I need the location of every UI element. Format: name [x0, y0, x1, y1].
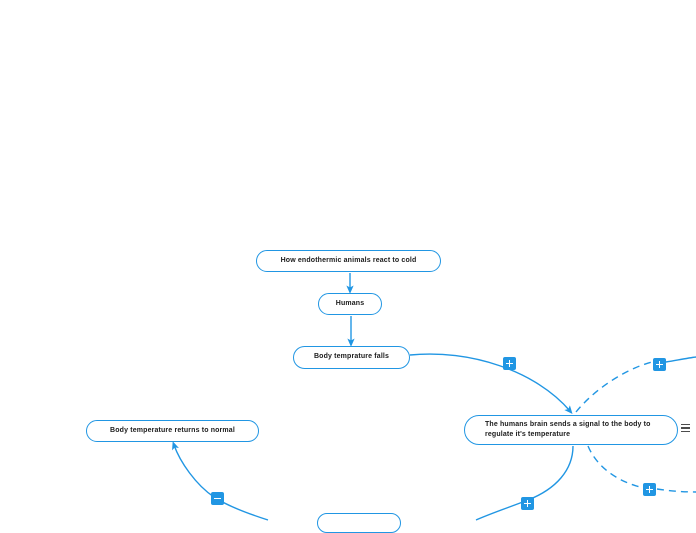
node-humans-label: Humans — [335, 299, 365, 307]
edge-lower-right-tail — [656, 488, 696, 493]
node-root-label: How endothermic animals react to cold — [280, 256, 417, 264]
edge-upper-right-dashed-branch — [575, 361, 653, 413]
node-body-temperature-returns-to-normal[interactable]: Body temperature returns to normal — [86, 420, 259, 442]
node-cutoff-bottom[interactable] — [317, 513, 401, 533]
node-brain-sends-signal-label: The humans brain sends a signal to the b… — [485, 420, 651, 438]
node-body-temperature-falls[interactable]: Body temprature falls — [293, 346, 410, 369]
expand-toggle-brain-to-lower-right[interactable] — [643, 483, 656, 496]
plus-icon-vertical — [648, 486, 651, 493]
plus-icon-vertical — [508, 360, 511, 367]
node-body-temperature-returns-to-normal-label: Body temperature returns to normal — [110, 426, 235, 434]
plus-icon-vertical — [526, 500, 529, 507]
edge-upper-right-solid-branch — [665, 356, 696, 363]
expand-toggle-temp-falls-to-brain[interactable] — [503, 357, 516, 370]
node-body-temperature-falls-label: Body temprature falls — [313, 353, 390, 361]
hamburger-line-3 — [681, 430, 690, 432]
expand-toggle-upper-right-branch[interactable] — [653, 358, 666, 371]
minus-icon — [214, 497, 221, 500]
edge-temp-falls-to-brain — [409, 353, 573, 414]
hamburger-line-2 — [681, 427, 690, 429]
node-humans[interactable]: Humans — [318, 293, 382, 315]
edge-bottom-to-temp-normal — [172, 441, 269, 521]
collapse-toggle-temp-normal[interactable] — [211, 492, 224, 505]
node-brain-sends-signal[interactable]: The humans brain sends a signal to the b… — [464, 415, 678, 445]
plus-icon-vertical — [658, 361, 661, 368]
hamburger-line-1 — [681, 424, 690, 426]
expand-toggle-brain-to-bottom-left[interactable] — [521, 497, 534, 510]
node-root[interactable]: How endothermic animals react to cold — [256, 250, 441, 272]
edge-brain-to-lower-right-dashed — [587, 445, 641, 488]
hamburger-menu-icon[interactable] — [681, 422, 691, 434]
